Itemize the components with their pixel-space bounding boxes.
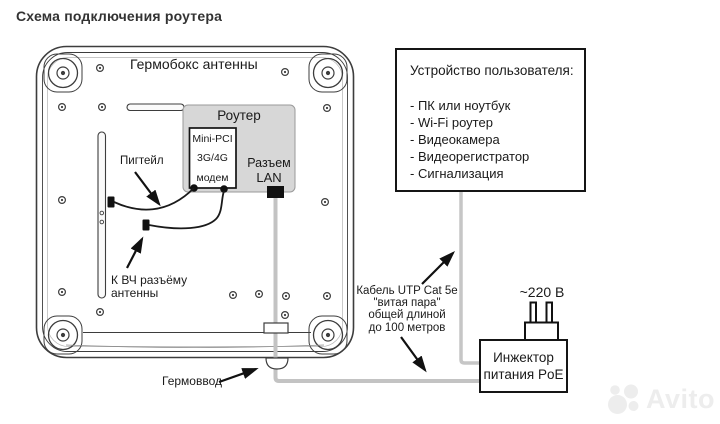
rf-connector-arrow	[126, 236, 144, 269]
cable-gland-arrow	[218, 367, 259, 384]
router-label: Роутер	[217, 108, 261, 123]
user-device-item: - ПК или ноутбук	[410, 98, 511, 113]
top-slot	[126, 103, 185, 112]
modem-line: Mini-PCI	[192, 132, 233, 145]
user-device-item: - Сигнализация	[410, 166, 504, 181]
user-device-list: - ПК или ноутбук - Wi-Fi роутер - Видеок…	[410, 97, 529, 182]
utp-cable-label-line: "витая пара"	[373, 297, 441, 310]
mini-pci-modem-label: Mini-PCI 3G/4G модем	[189, 129, 236, 188]
lan-port-label: Разъем	[247, 156, 291, 170]
pigtail-connector	[142, 219, 150, 231]
screw-holes	[57, 63, 332, 320]
poe-injector-box: Инжектор питания PoE	[479, 339, 568, 393]
power-plug-icon	[524, 301, 559, 341]
pigtail-connector	[107, 196, 115, 208]
power-voltage-label: ~220 В	[519, 284, 565, 300]
antenna-slot	[97, 131, 107, 299]
rf-connector-label: К ВЧ разъёму антенны	[111, 274, 187, 300]
lan-port	[267, 186, 284, 198]
modem-line: модем	[196, 172, 229, 185]
utp-cable-label: Кабель UTP Cat 5e "витая пара" общей дли…	[351, 285, 463, 334]
rf-connector-label-line: К ВЧ разъёму	[111, 273, 188, 287]
utp-upper-arrow	[421, 250, 456, 285]
utp-cable-label-line: до 100 метров	[368, 321, 446, 334]
utp-cable-label-line: общей длиной	[368, 309, 446, 322]
corner-screw-bosses	[43, 53, 348, 355]
utp-cable-from-router	[273, 197, 480, 383]
avito-logo-icon	[608, 384, 639, 414]
utp-cable-label-line: Кабель UTP Cat 5e	[356, 285, 458, 297]
rf-connector-label-line: антенны	[111, 286, 159, 300]
avito-watermark: Avito	[606, 382, 715, 416]
page-title: Схема подключения роутера	[16, 8, 223, 24]
pigtail-arrow	[134, 171, 161, 207]
avito-watermark-text: Avito	[646, 383, 715, 414]
enclosure-label: Гермобокс антенны	[130, 56, 258, 72]
utp-lower-arrow	[400, 336, 427, 373]
antenna-enclosure	[35, 45, 355, 359]
user-device-box: Устройство пользователя: - ПК или ноутбу…	[395, 48, 586, 192]
modem-terminal	[220, 185, 228, 193]
poe-injector-label-line: питания PoE	[483, 367, 564, 382]
user-device-item: - Видеокамера	[410, 132, 500, 147]
lan-port-label: LAN	[256, 170, 282, 185]
modem-line: 3G/4G	[197, 152, 228, 165]
poe-injector-label-line: Инжектор	[493, 350, 554, 365]
cable-gland-label: Гермоввод	[162, 374, 222, 388]
cable-gland	[263, 322, 289, 370]
user-device-item: - Видеорегистратор	[410, 149, 530, 164]
user-device-box-title: Устройство пользователя:	[410, 63, 574, 78]
pigtail-label: Пигтейл	[120, 155, 164, 167]
pigtail-cables	[113, 187, 225, 230]
user-device-item: - Wi-Fi роутер	[410, 115, 493, 130]
router-block	[182, 104, 296, 198]
mini-pci-modem-box	[188, 127, 237, 189]
utp-cable-to-user-device	[459, 191, 480, 365]
callout-arrows	[126, 171, 456, 384]
